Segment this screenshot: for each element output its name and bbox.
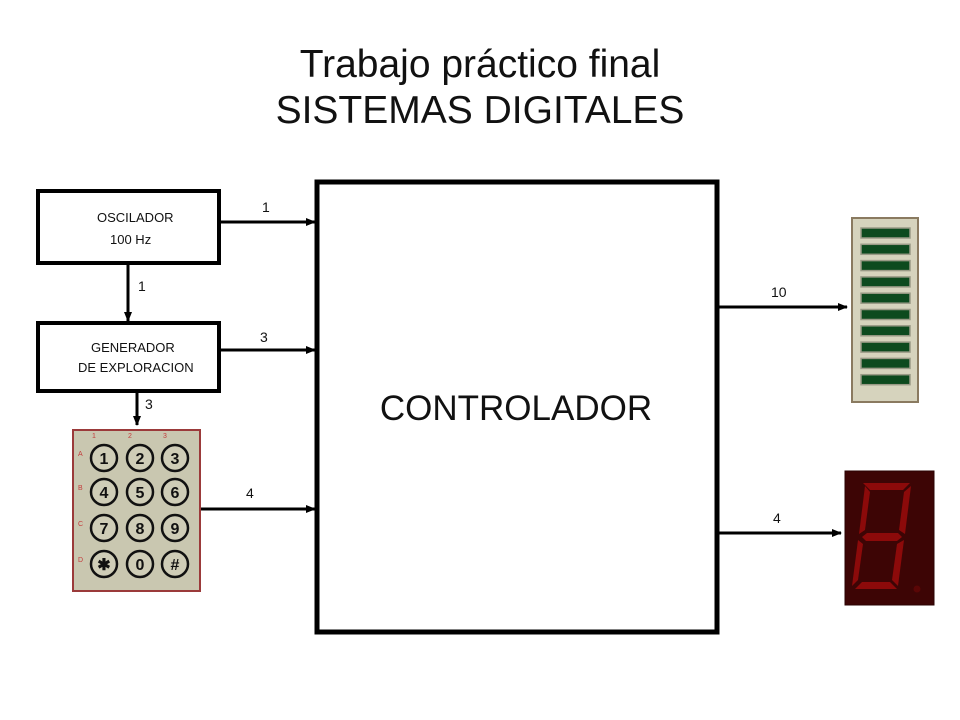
keypad-row-label: D: [78, 557, 83, 564]
segment-d: [855, 582, 897, 589]
led-bargraph: [851, 217, 919, 403]
keypad-column-label: 2: [128, 433, 132, 440]
keypad-row-label: B: [78, 485, 83, 492]
page-title: Trabajo práctico final SISTEMAS DIGITALE…: [0, 42, 960, 134]
controller-label: CONTROLADOR: [380, 389, 652, 428]
keypad-to-controller-width: 4: [246, 485, 254, 501]
bargraph-led-segment: [860, 325, 911, 337]
keypad-key-label: 0: [136, 557, 145, 574]
keypad-key-label: ✱: [97, 557, 110, 574]
title-line-2: SISTEMAS DIGITALES: [275, 89, 685, 132]
segment-f: [859, 486, 870, 534]
bargraph-led-segment: [860, 308, 911, 321]
segment-g: [862, 533, 902, 541]
keypad-key-label: 3: [171, 451, 180, 468]
seven-segment-display: [844, 470, 935, 606]
bargraph-led-segment: [860, 276, 911, 288]
controller-to-bargraph-width: 10: [771, 284, 787, 300]
oscillator-frequency: 100 Hz: [110, 232, 151, 247]
keypad-column-label: 1: [92, 433, 96, 440]
keypad-key[interactable]: 8: [125, 513, 155, 543]
title-line-1: Trabajo práctico final: [299, 43, 661, 86]
keypad-key-label: 5: [136, 485, 145, 502]
oscillator-label: OSCILADOR: [97, 210, 174, 225]
keypad-key[interactable]: 0: [125, 549, 155, 579]
controller-block: CONTROLADOR: [314, 179, 720, 635]
segment-e: [852, 540, 863, 586]
keypad-key-label: 2: [136, 451, 145, 468]
oscillator-block: OSCILADOR 100 Hz: [36, 189, 221, 265]
connections: 1 1 3 3 4 10 4: [124, 199, 848, 537]
bargraph-led-segment: [860, 357, 911, 370]
segment-b: [899, 486, 911, 534]
keypad-key-label: 6: [171, 485, 180, 502]
keypad-row-label: A: [78, 451, 83, 458]
bargraph-led-segment: [860, 259, 911, 272]
keypad-key-label: 9: [171, 521, 180, 538]
bargraph-led-segment: [860, 373, 911, 386]
bargraph-led-segment: [860, 341, 911, 353]
keypad-key[interactable]: 6: [160, 477, 190, 507]
scan-generator-label-line-1: GENERADOR: [91, 340, 175, 355]
scanner-to-keypad-width: 3: [145, 396, 153, 412]
controller-to-display-width: 4: [773, 510, 781, 526]
keypad-key[interactable]: 9: [160, 513, 190, 543]
keypad-key[interactable]: 1: [89, 443, 119, 473]
keypad-row-label: C: [78, 521, 83, 528]
keypad-key[interactable]: 5: [125, 477, 155, 507]
keypad-key[interactable]: 7: [89, 513, 119, 543]
segment-c: [892, 540, 904, 586]
keypad-key[interactable]: 3: [160, 443, 190, 473]
segment-a: [863, 483, 910, 490]
osc-to-controller-width: 1: [262, 199, 270, 215]
keypad-key-label: 4: [100, 485, 109, 502]
keypad-key-label: 1: [100, 451, 109, 468]
osc-to-scanner-width: 1: [138, 278, 146, 294]
keypad-key-label: #: [171, 557, 180, 574]
segment-dp: [913, 585, 921, 593]
bargraph-led-segment: [860, 292, 911, 304]
keypad-key[interactable]: 4: [89, 477, 119, 507]
scan-generator-label-line-2: DE EXPLORACION: [78, 360, 194, 375]
keypad-key[interactable]: ✱: [89, 549, 119, 579]
scanner-to-controller-width: 3: [260, 329, 268, 345]
bargraph-led-segment: [860, 227, 911, 239]
keypad-key[interactable]: 2: [125, 443, 155, 473]
keypad-key-label: 7: [100, 521, 109, 538]
keypad-key-label: 8: [136, 521, 145, 538]
scan-generator-block: GENERADOR DE EXPLORACION: [36, 321, 221, 393]
keypad-key[interactable]: #: [160, 549, 190, 579]
bargraph-led-segment: [860, 243, 911, 256]
keypad-column-label: 3: [163, 433, 167, 440]
